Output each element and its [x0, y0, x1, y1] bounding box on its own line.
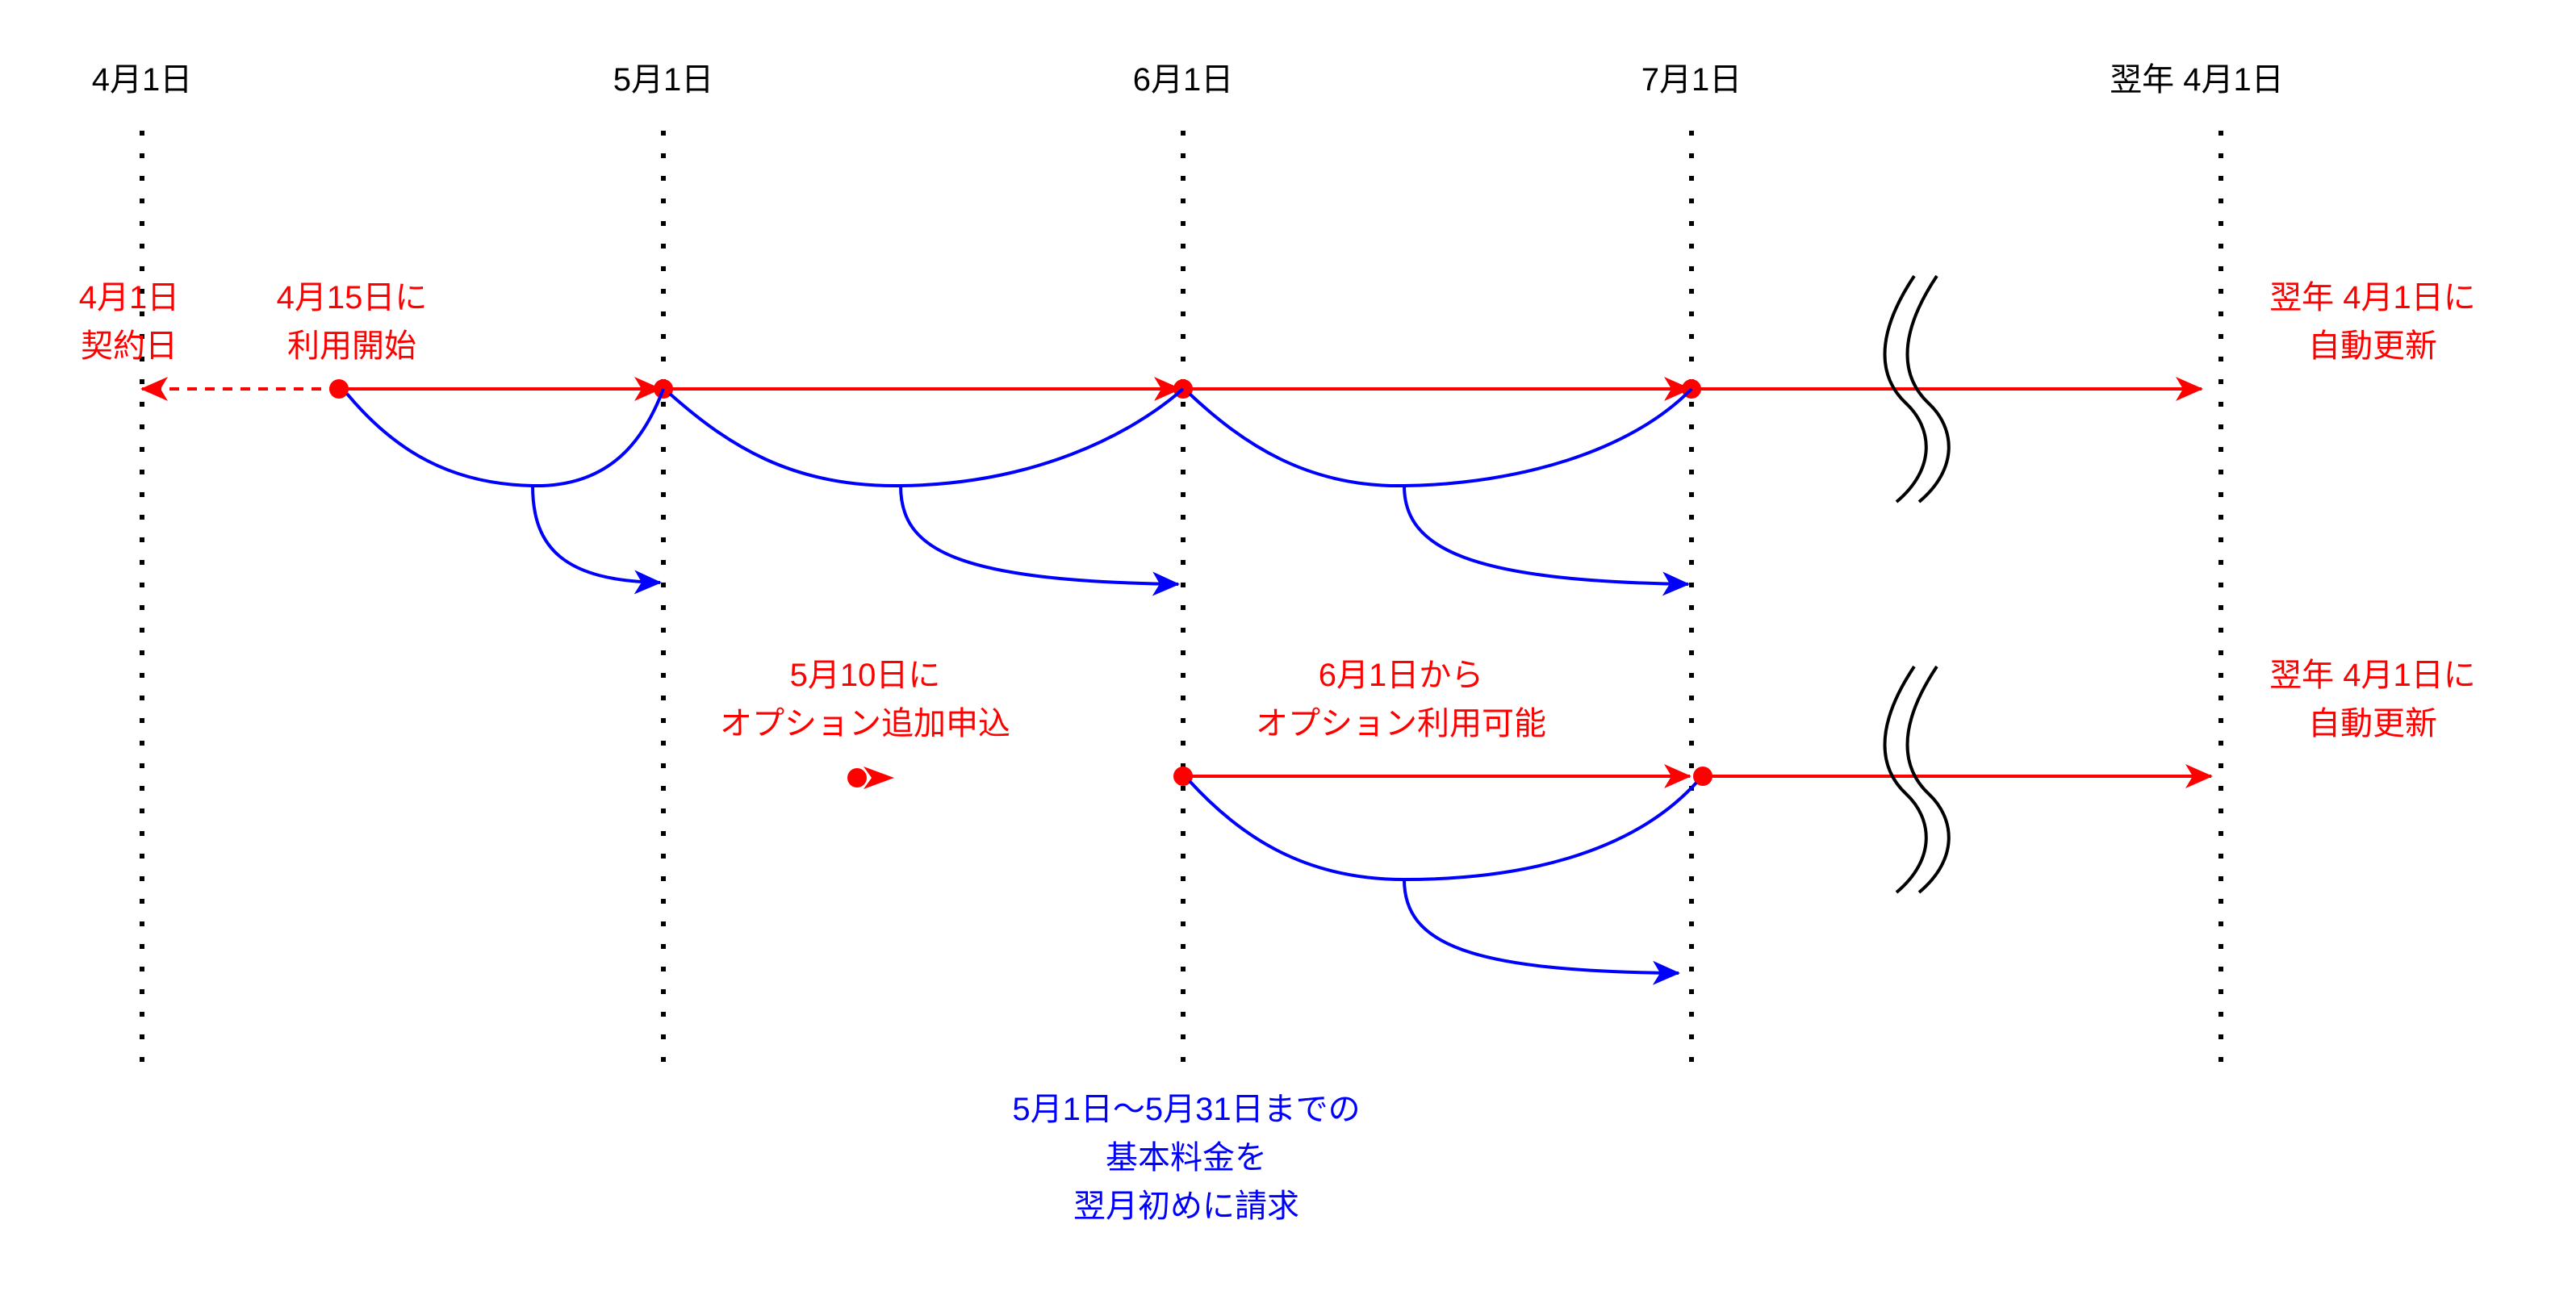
auto-renew-top-line1: 翌年 4月1日に	[2269, 280, 2476, 315]
option-available-line1: 6月1日から	[1319, 658, 1484, 693]
header-next-apr1: 翌年 4月1日	[2110, 62, 2284, 98]
dot-marker-icon	[1173, 767, 1193, 786]
option-timeline	[847, 665, 2213, 985]
usage-start-line1: 4月15日に	[277, 280, 428, 315]
billing-arrow-jun	[1403, 485, 1690, 596]
option-available-line2: オプション利用可能	[1256, 706, 1546, 742]
billing-note-line2: 基本料金を	[1106, 1140, 1267, 1176]
billing-note-line3: 翌月初めに請求	[1073, 1189, 1299, 1224]
dot-marker-icon	[1693, 767, 1712, 786]
header-apr1: 4月1日	[92, 62, 193, 98]
header-labels: 4月1日 5月1日 6月1日 7月1日 翌年 4月1日	[92, 62, 2284, 98]
billing-arrow-option	[1403, 879, 1680, 985]
header-jul1: 7月1日	[1641, 62, 1742, 98]
basic-timeline	[140, 274, 2203, 596]
contract-date-label: 4月1日 契約日	[79, 280, 180, 364]
auto-renew-bottom-line2: 自動更新	[2308, 706, 2437, 742]
billing-arrow-may	[899, 485, 1180, 596]
header-may1: 5月1日	[613, 62, 714, 98]
billing-arrow-apr	[531, 485, 662, 595]
arrow-head-icon	[864, 767, 894, 789]
billing-curve-apr	[345, 388, 665, 488]
contract-date-line1: 4月1日	[79, 280, 180, 315]
billing-curve-option	[1188, 779, 1698, 882]
auto-renew-top-line2: 自動更新	[2308, 328, 2437, 364]
option-available-label: 6月1日から オプション利用可能	[1256, 658, 1546, 742]
billing-curve-may	[668, 387, 1185, 488]
break-mark-icon	[1883, 274, 1951, 503]
auto-renew-bottom-label: 翌年 4月1日に 自動更新	[2269, 658, 2476, 742]
guide-lines	[140, 131, 2223, 1073]
billing-note: 5月1日〜5月31日までの 基本料金を 翌月初めに請求	[1012, 1092, 1360, 1224]
option-apply-label: 5月10日に オプション追加申込	[720, 658, 1010, 742]
option-billing-curves	[1188, 779, 1698, 985]
usage-start-label: 4月15日に 利用開始	[277, 280, 428, 364]
dot-marker-icon	[847, 768, 867, 788]
billing-note-line1: 5月1日〜5月31日までの	[1012, 1092, 1360, 1127]
usage-start-line2: 利用開始	[287, 328, 416, 364]
dot-marker-icon	[329, 379, 349, 399]
billing-curve-jun	[1188, 387, 1693, 488]
option-apply-line1: 5月10日に	[790, 658, 941, 693]
contract-date-line2: 契約日	[81, 328, 178, 364]
auto-renew-top-label: 翌年 4月1日に 自動更新	[2269, 280, 2476, 364]
break-mark-icon	[1883, 665, 1951, 894]
header-jun1: 6月1日	[1133, 62, 1234, 98]
basic-billing-curves	[345, 387, 1693, 596]
option-apply-line2: オプション追加申込	[720, 706, 1010, 742]
auto-renew-bottom-line1: 翌年 4月1日に	[2269, 658, 2476, 693]
